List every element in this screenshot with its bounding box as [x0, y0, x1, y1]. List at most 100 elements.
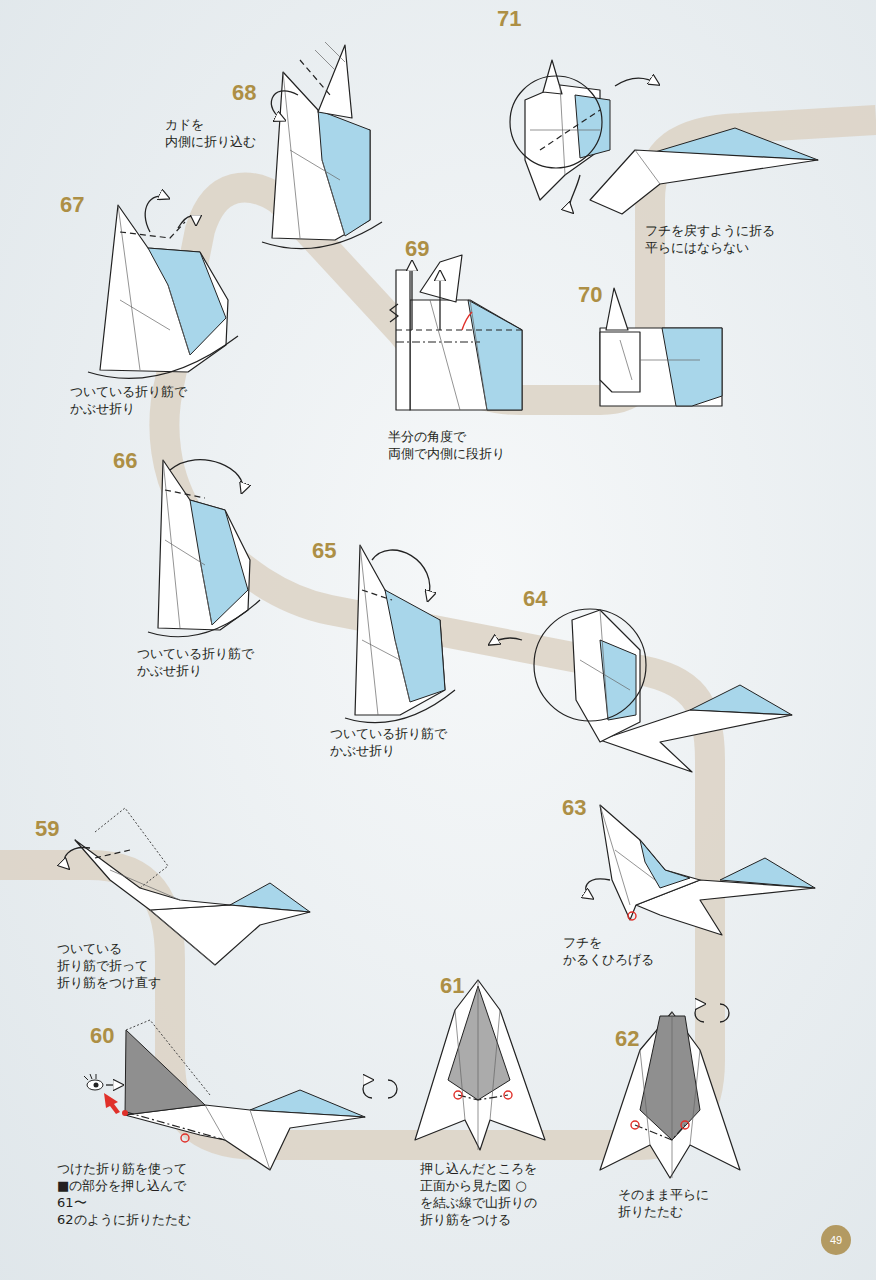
step-65-figure [345, 545, 455, 723]
step-62-figure [681, 1121, 689, 1129]
step-60-figure [122, 1110, 128, 1116]
step-60-figure [87, 1080, 103, 1090]
step-68-figure [318, 45, 352, 118]
step-70-figure [600, 328, 722, 406]
step-66-figure [165, 490, 205, 498]
sequence-band [0, 120, 876, 1145]
step-71-figure [540, 110, 600, 150]
step-69-figure [420, 255, 462, 302]
step-66-figure [148, 460, 260, 637]
step-63-figure [586, 879, 610, 898]
instruction-note: 押し込んだところを 正面から見た図 ○を結ぶ線で山折りの 折り筋をつける [420, 1160, 537, 1228]
step-59-figure [95, 808, 168, 888]
step-67-figure [145, 196, 168, 232]
step-71-figure [510, 76, 602, 168]
step-60-figure [84, 1020, 397, 1170]
step-66-figure [148, 600, 260, 637]
step-64-figure [572, 610, 640, 742]
step-69-figure [390, 304, 398, 322]
step-number: 63 [562, 797, 586, 819]
step-71-figure [575, 95, 610, 158]
step-62-figure [600, 1004, 740, 1178]
step-63-figure [600, 805, 700, 920]
instruction-note: ついている折り筋で かぶせ折り [137, 645, 254, 679]
step-59-figure [150, 905, 310, 965]
step-number: 60 [90, 1025, 114, 1047]
step-66-figure [170, 460, 243, 492]
step-69-figure [410, 300, 522, 410]
step-64-figure [490, 609, 792, 772]
step-67-figure [88, 196, 238, 378]
step-69-figure [396, 341, 480, 342]
step-61-figure [454, 1091, 462, 1099]
step-63-figure [628, 912, 636, 920]
step-number: 71 [497, 8, 521, 30]
step-71-figure [530, 85, 660, 184]
step-61-figure [504, 1091, 512, 1099]
step-60-figure [125, 1105, 365, 1170]
step-60-figure [126, 1112, 225, 1140]
step-60-figure [205, 1105, 270, 1170]
step-62-figure [635, 1125, 685, 1140]
step-number: 65 [312, 540, 336, 562]
step-66-figure [158, 460, 250, 630]
step-68-figure [271, 91, 298, 120]
step-71-figure [510, 60, 818, 214]
step-70-figure [600, 288, 722, 406]
step-69-figure [430, 300, 487, 410]
page-number-badge: 49 [821, 1225, 851, 1255]
step-69-figure [396, 270, 410, 410]
step-60-figure [126, 1020, 210, 1095]
step-number: 61 [440, 975, 464, 997]
step-69-figure [396, 329, 522, 330]
step-67-figure [100, 205, 228, 372]
page-number: 49 [830, 1235, 842, 1246]
step-number: 70 [578, 284, 602, 306]
instruction-note: 半分の角度で 両側で内側に段折り [388, 428, 505, 462]
step-60-figure [363, 1080, 397, 1098]
instruction-note: そのまま平らに 折りたたむ [618, 1186, 709, 1220]
step-59-figure [75, 840, 230, 910]
instruction-note: フチを かるくひろげる [563, 934, 654, 968]
step-69-figure [411, 262, 412, 330]
instruction-note: フチを戻すように折る 平らにはならない [645, 222, 775, 256]
step-65-figure [385, 590, 445, 702]
step-69-figure [462, 312, 472, 330]
step-65-figure [360, 545, 410, 715]
step-61-figure [415, 980, 545, 1150]
step-66-figure [190, 500, 248, 625]
step-65-figure [355, 545, 445, 715]
step-63-figure [586, 805, 815, 935]
step-70-figure [620, 340, 700, 380]
step-67-figure [148, 248, 226, 355]
step-62-figure [695, 1004, 729, 1022]
step-62-figure [640, 1012, 700, 1178]
instruction-note: ついている 折り筋で折って 折り筋をつけ直す [57, 940, 161, 991]
step-62-figure [631, 1121, 639, 1129]
step-61-figure [448, 986, 510, 1100]
step-68-figure [262, 42, 382, 249]
step-59-figure [64, 848, 90, 868]
step-number: 66 [113, 450, 137, 472]
step-60-figure [125, 1030, 205, 1115]
step-71-figure [570, 175, 580, 212]
step-71-figure [615, 78, 658, 86]
step-65-figure [345, 690, 455, 723]
instruction-note: カドを 内側に折り込む [165, 116, 256, 150]
instruction-note: ついている折り筋で かぶせ折り [70, 383, 187, 417]
step-63-figure [640, 840, 690, 888]
step-number: 59 [35, 818, 59, 840]
step-number: 69 [405, 238, 429, 260]
step-60-figure [104, 1093, 120, 1114]
step-59-figure [95, 850, 130, 858]
step-65-figure [362, 590, 392, 600]
step-67-figure [120, 222, 185, 238]
step-64-figure [534, 609, 646, 721]
step-62-figure [640, 1016, 700, 1140]
step-71-figure [590, 150, 818, 214]
step-68-figure [315, 42, 345, 70]
step-64-figure [490, 638, 522, 644]
step-61-figure [415, 980, 545, 1150]
step-59-figure [110, 870, 215, 965]
